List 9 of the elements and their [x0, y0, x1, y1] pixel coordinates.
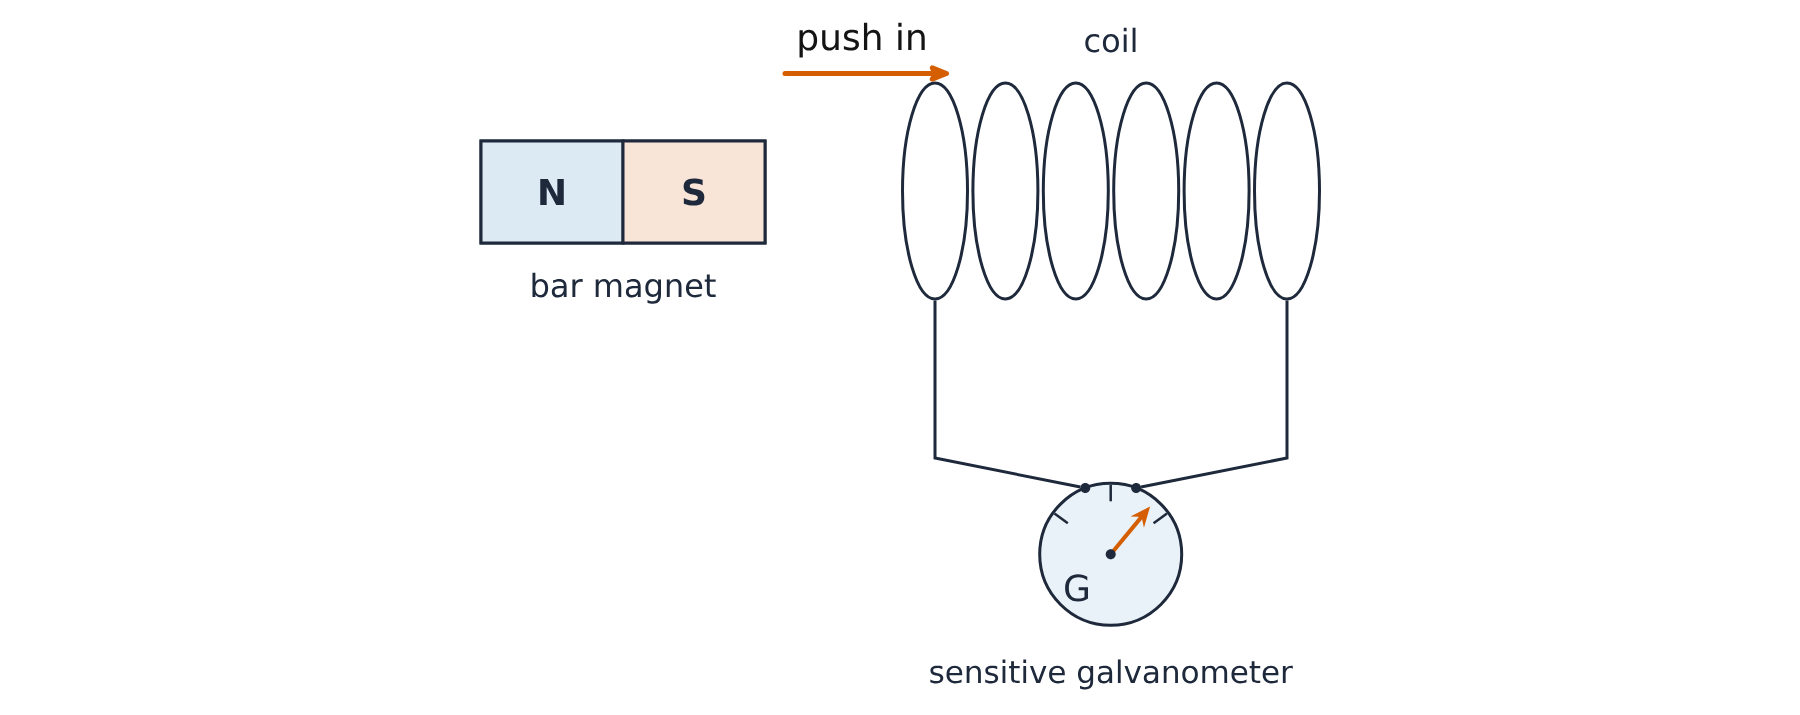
coil-label: coil — [1085, 27, 1136, 53]
arrow-label: push in — [799, 22, 925, 58]
magnet-label: bar magnet — [532, 272, 716, 304]
magnet-pole: N — [479, 139, 625, 245]
meter-label: sensitive galvanometer — [930, 659, 1293, 690]
magnet-pole: S — [621, 139, 767, 245]
wire — [1140, 300, 1289, 489]
wire — [933, 300, 1081, 489]
dial-letter: G — [1065, 574, 1088, 602]
